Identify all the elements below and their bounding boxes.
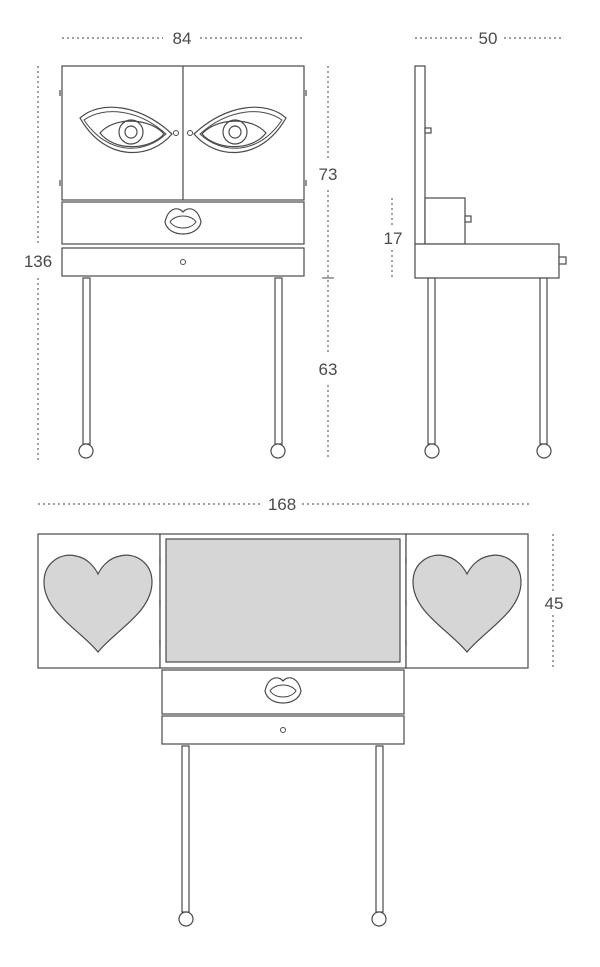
front-view: 84 136 73 63 <box>24 29 338 460</box>
dimension-upper-lower-height: 73 63 <box>319 66 338 460</box>
open-width-label: 168 <box>268 495 296 514</box>
total-height-label: 136 <box>24 252 52 271</box>
dimension-open-width: 168 <box>38 495 530 514</box>
lower-height-label: 63 <box>319 360 338 379</box>
side-table-top <box>414 243 560 279</box>
upper-height-label: 73 <box>319 165 338 184</box>
dimension-front-width: 84 <box>62 29 305 48</box>
front-width-label: 84 <box>173 29 192 48</box>
open-view: 168 45 <box>37 495 564 927</box>
left-eye-decoration <box>79 106 173 154</box>
open-lips-handle <box>264 677 302 704</box>
side-drawer-box <box>424 197 466 245</box>
lips-handle <box>164 208 202 235</box>
dimension-open-height: 45 <box>545 534 564 668</box>
right-eye-decoration <box>193 106 287 154</box>
center-mirror <box>165 538 401 663</box>
side-view: 50 17 <box>384 29 567 459</box>
side-back-panel <box>414 65 426 245</box>
front-legs <box>78 277 286 459</box>
dimension-total-height: 136 <box>24 66 52 460</box>
open-legs <box>178 745 387 927</box>
left-heart-mirror <box>43 554 153 653</box>
side-legs <box>424 277 552 459</box>
side-depth-label: 50 <box>479 29 498 48</box>
dimension-drawer-height: 17 <box>384 198 403 278</box>
open-height-label: 45 <box>545 594 564 613</box>
right-heart-mirror <box>412 554 522 653</box>
dimension-side-depth: 50 <box>415 29 562 48</box>
drawer-height-label: 17 <box>384 229 403 248</box>
